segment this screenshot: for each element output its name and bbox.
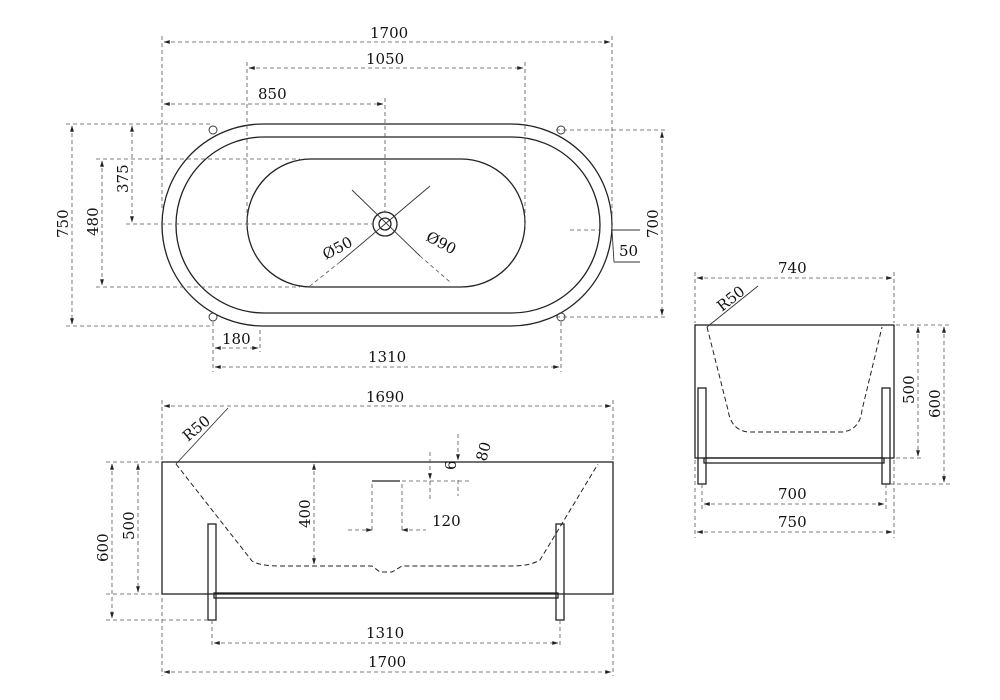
side-view: 120 6 80 400 1690 R50 600 500 1310 xyxy=(94,388,614,676)
tub-outer-rim xyxy=(161,123,613,327)
dim-top-rim-offset: 50 xyxy=(619,242,638,260)
dim-side-overall-height: 600 xyxy=(94,533,112,562)
dim-end-body-height: 500 xyxy=(900,375,918,404)
dim-top-total-length: 1700 xyxy=(370,24,408,42)
dim-top-rim-width: 700 xyxy=(644,209,662,238)
frame-rail xyxy=(703,457,885,464)
frame-leg xyxy=(881,387,891,485)
foot-marker xyxy=(208,312,218,322)
end-view: 740 R50 500 600 700 750 xyxy=(694,259,950,538)
dim-side-overflow-gap: 6 xyxy=(442,460,460,470)
frame-leg xyxy=(207,523,217,621)
tub-end-inner-profile xyxy=(706,326,883,433)
drain-inner-icon xyxy=(378,217,392,231)
dim-top-drain-depth: 375 xyxy=(114,164,132,193)
foot-marker xyxy=(208,125,218,135)
dim-side-radius: R50 xyxy=(179,412,214,445)
dim-side-bottom-length: 1700 xyxy=(368,653,406,671)
dim-side-foot-spacing: 1310 xyxy=(366,624,404,642)
dim-side-inner-depth: 400 xyxy=(296,499,314,528)
frame-rail xyxy=(213,592,559,599)
frame-leg xyxy=(555,523,565,621)
dim-drain-diameter: Ø50 xyxy=(319,233,355,264)
dim-side-total-length: 1690 xyxy=(366,388,404,406)
dim-top-drain-offset: 850 xyxy=(258,85,287,103)
dim-side-body-height: 500 xyxy=(120,511,138,540)
dim-end-radius: R50 xyxy=(713,282,748,315)
dim-end-top-width: 740 xyxy=(778,259,807,277)
dim-overflow-diameter: Ø90 xyxy=(423,228,459,259)
tub-end-body xyxy=(694,324,895,459)
frame-leg xyxy=(697,387,707,485)
tub-inner-rim xyxy=(175,136,601,314)
dim-top-1050: 1050 xyxy=(366,50,404,68)
dim-top-foot-offset: 180 xyxy=(222,330,251,348)
tub-side-body xyxy=(161,461,614,595)
dim-end-frame-width: 700 xyxy=(778,485,807,503)
dim-end-base-width: 750 xyxy=(778,513,807,531)
dim-side-overflow-height: 80 xyxy=(472,440,494,463)
dim-top-inner-width: 480 xyxy=(84,207,102,236)
dim-side-overflow-length: 120 xyxy=(432,512,461,530)
dim-end-overall-height: 600 xyxy=(926,389,944,418)
dim-top-outer-width: 750 xyxy=(54,209,72,238)
dim-top-foot-spacing: 1310 xyxy=(368,348,406,366)
tub-inner-profile xyxy=(175,463,599,573)
top-view: 1700 1050 850 750 480 375 700 50 xyxy=(54,24,668,372)
